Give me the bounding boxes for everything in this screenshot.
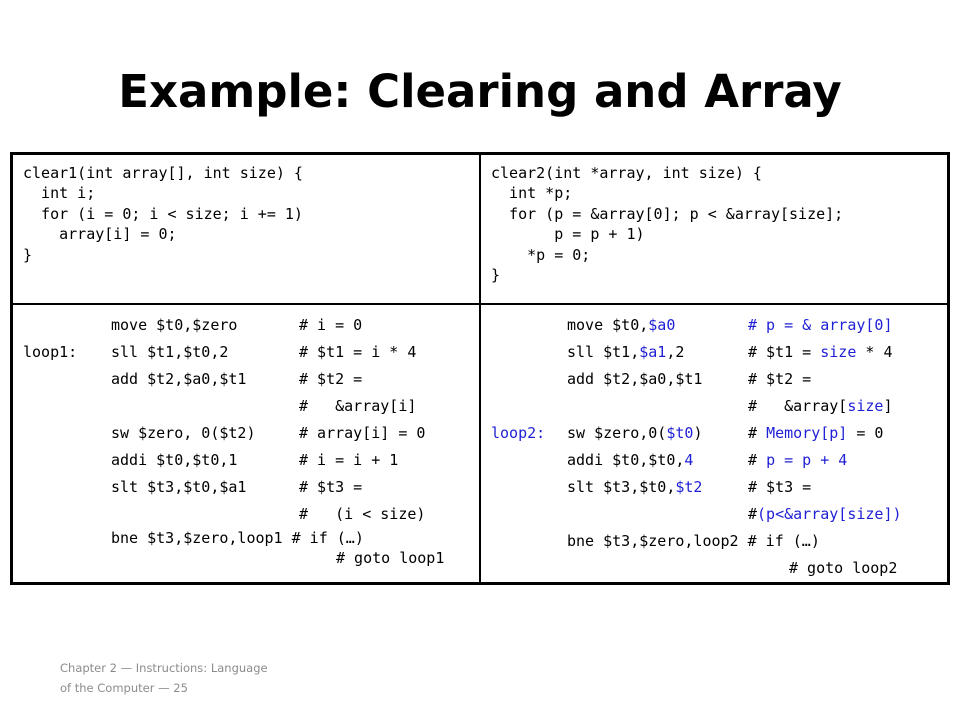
asm-instruction: sw $zero, 0($t2) — [111, 424, 256, 442]
asm-line: # goto loop2 — [491, 555, 947, 582]
asm-line: slt $t3,$t0,$a1 # $t3 = — [23, 474, 479, 501]
asm-line: bne $t3,$zero,loop1 # if (…) — [23, 528, 479, 548]
asm-instruction: bne $t3,$zero,loop1 — [111, 529, 283, 547]
asm-comment: # i = 0 — [299, 316, 363, 334]
asm-label: loop1: — [23, 343, 78, 361]
asm-line: # (i < size) — [23, 501, 479, 528]
asm-line: # &array[i] — [23, 393, 479, 420]
asm-comment: # goto loop2 — [789, 559, 898, 577]
asm-comment: # $t2 = — [299, 370, 363, 388]
asm-comment: # $t2 = — [748, 370, 812, 388]
code-comparison-table: clear1(int array[], int size) { int i; f… — [10, 152, 950, 585]
asm-comment: # p = & array[0] — [748, 316, 893, 334]
clear1-asm-cell: move $t0,$zero # i = 0 loop1: sll $t1,$t0,… — [10, 303, 481, 585]
asm-comment: # i = i + 1 — [299, 451, 399, 469]
clear2-source-cell: clear2(int *array, int size) { int *p; f… — [479, 152, 950, 305]
asm-instruction: bne $t3,$zero,loop2 — [567, 532, 739, 550]
asm-comment: # $t1 = i * 4 — [299, 343, 417, 361]
clear2-asm: move $t0,$a0 # p = & array[0] sll $t1,$a1… — [481, 305, 947, 582]
asm-line: slt $t3,$t0,$t2 # $t3 = — [491, 474, 947, 501]
asm-label: loop2: — [491, 424, 546, 442]
asm-line: # &array[size] — [491, 393, 947, 420]
slide-title: Example: Clearing and Array — [118, 65, 842, 118]
clear1-asm: move $t0,$zero # i = 0 loop1: sll $t1,$t0,… — [13, 305, 479, 568]
asm-comment: #(p<&array[size]) — [748, 505, 902, 523]
clear1-source-cell: clear1(int array[], int size) { int i; f… — [10, 152, 481, 305]
asm-instruction: addi $t0,$t0,1 — [111, 451, 238, 469]
asm-instruction: sll $t1,$t0,2 — [111, 343, 229, 361]
asm-line: add $t2,$a0,$t1 # $t2 = — [491, 366, 947, 393]
asm-line: move $t0,$zero # i = 0 — [23, 312, 479, 339]
asm-instruction: sw $zero,0($t0) — [567, 424, 703, 442]
asm-line: # goto loop1 — [23, 548, 479, 568]
asm-line: bne $t3,$zero,loop2 # if (…) — [491, 528, 947, 555]
asm-line: move $t0,$a0 # p = & array[0] — [491, 312, 947, 339]
clear2-c-code: clear2(int *array, int size) { int *p; f… — [491, 164, 844, 285]
asm-instruction: sll $t1,$a1,2 — [567, 343, 685, 361]
asm-line: addi $t0,$t0,1 # i = i + 1 — [23, 447, 479, 474]
asm-line: sw $zero, 0($t2) # array[i] = 0 — [23, 420, 479, 447]
asm-line: #(p<&array[size]) — [491, 501, 947, 528]
asm-instruction: move $t0,$zero — [111, 316, 238, 334]
asm-comment: # goto loop1 — [336, 549, 445, 567]
asm-comment: # $t3 = — [299, 478, 363, 496]
asm-comment: # (i < size) — [299, 505, 426, 523]
asm-comment: # if (…) — [747, 532, 820, 550]
asm-comment: # array[i] = 0 — [299, 424, 426, 442]
asm-instruction: add $t2,$a0,$t1 — [567, 370, 703, 388]
asm-instruction: addi $t0,$t0,4 — [567, 451, 694, 469]
asm-comment: # if (…) — [291, 529, 364, 547]
asm-line: sll $t1,$a1,2 # $t1 = size * 4 — [491, 339, 947, 366]
clear1-c-code: clear1(int array[], int size) { int i; f… — [23, 164, 303, 264]
asm-comment: # $t3 = — [748, 478, 812, 496]
asm-line: loop1: sll $t1,$t0,2 # $t1 = i * 4 — [23, 339, 479, 366]
asm-comment: # &array[i] — [299, 397, 417, 415]
asm-instruction: slt $t3,$t0,$t2 — [567, 478, 703, 496]
asm-instruction: add $t2,$a0,$t1 — [111, 370, 247, 388]
asm-comment: # &array[size] — [748, 397, 893, 415]
asm-line: loop2: sw $zero,0($t0) # Memory[p] = 0 — [491, 420, 947, 447]
asm-line: add $t2,$a0,$t1 # $t2 = — [23, 366, 479, 393]
asm-line: addi $t0,$t0,4 # p = p + 4 — [491, 447, 947, 474]
asm-comment: # Memory[p] = 0 — [748, 424, 884, 442]
slide-footer: Chapter 2 — Instructions: Language of th… — [60, 661, 268, 695]
asm-comment: # p = p + 4 — [748, 451, 848, 469]
clear2-asm-cell: move $t0,$a0 # p = & array[0] sll $t1,$a1… — [479, 303, 950, 585]
asm-instruction: move $t0,$a0 — [567, 316, 676, 334]
asm-comment: # $t1 = size * 4 — [748, 343, 893, 361]
asm-instruction: slt $t3,$t0,$a1 — [111, 478, 247, 496]
